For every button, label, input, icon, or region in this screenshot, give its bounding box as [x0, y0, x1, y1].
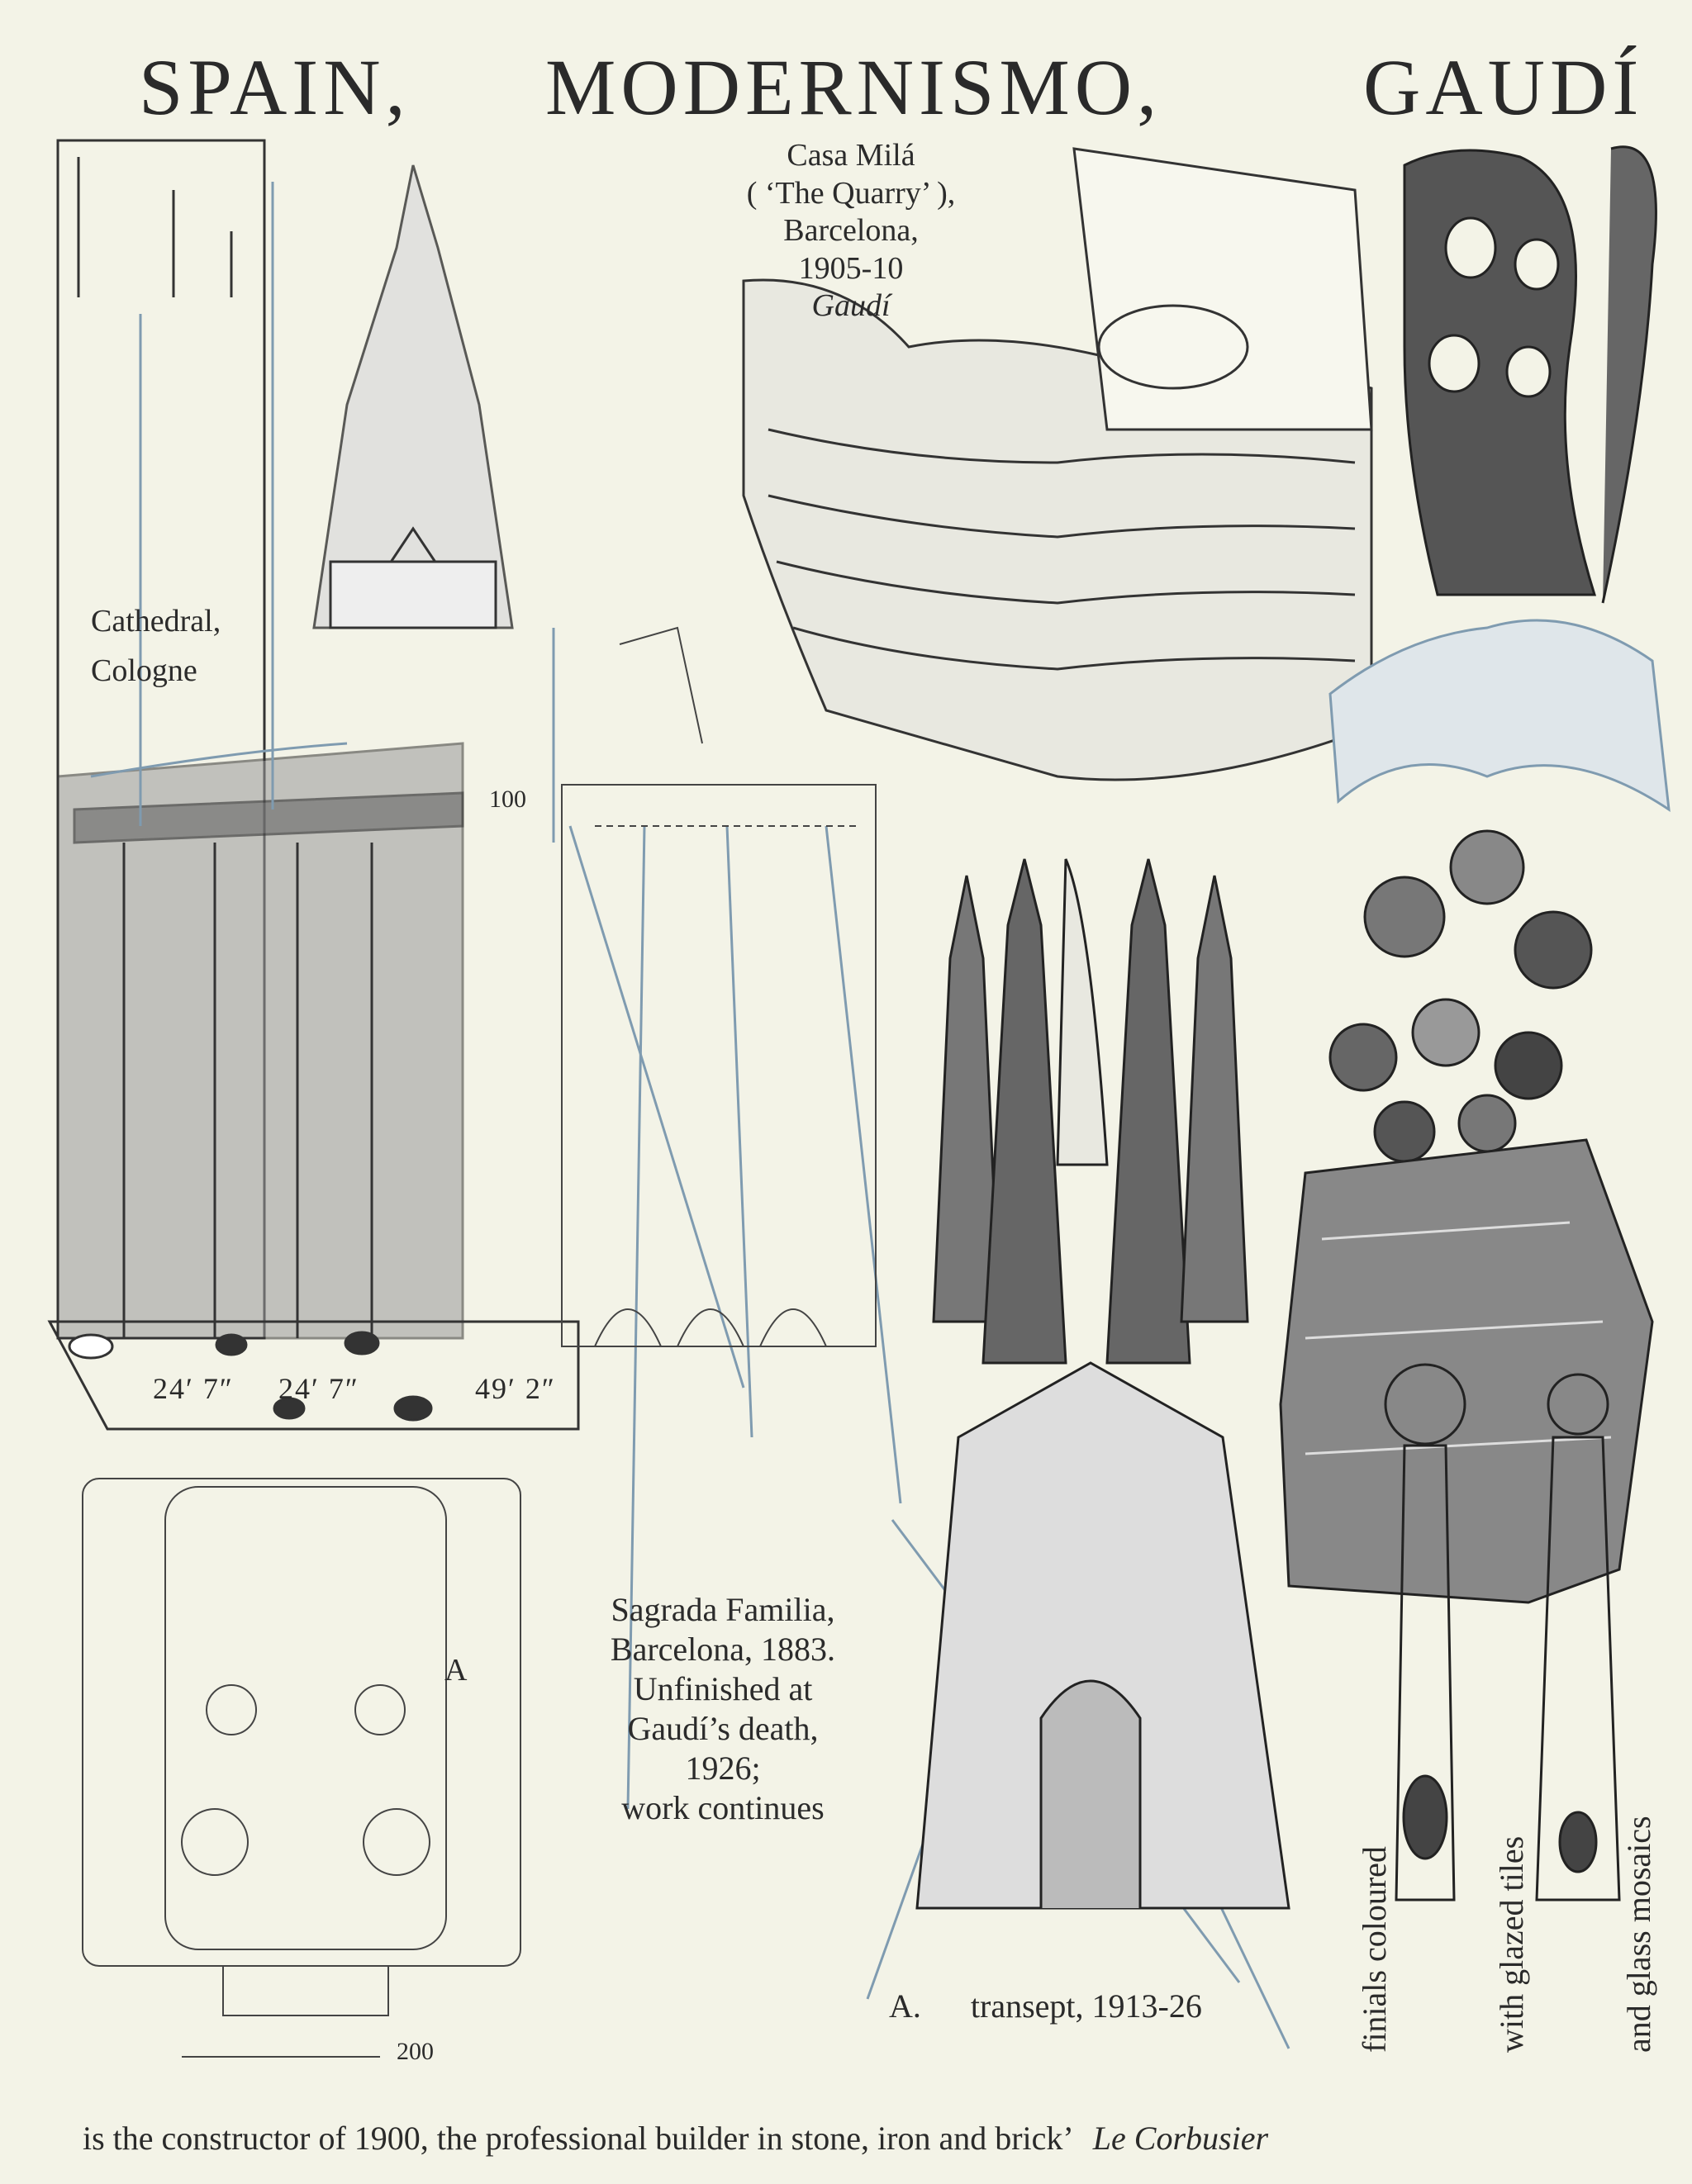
- scale-200-label: 200: [397, 2038, 434, 2065]
- dimension-2: 24′ 7″: [278, 1372, 359, 1405]
- rooftop-sketch: [1328, 619, 1671, 813]
- floor-plan-drawing: [82, 1478, 521, 2058]
- plan-marker-a: A: [444, 1653, 468, 1688]
- sagrada-line1: Sagrada Familia,: [611, 1591, 835, 1628]
- casa-mila-nickname: ( ‘The Quarry’ ),: [746, 175, 956, 211]
- casa-mila-caption: Casa Milá ( ‘The Quarry’ ), Barcelona, 1…: [744, 137, 958, 325]
- sagrada-line2: Barcelona, 1883.: [610, 1631, 836, 1668]
- finials-label-1: finials coloured: [1356, 1846, 1393, 2053]
- cologne-caption: Cathedral, Cologne: [91, 603, 221, 690]
- pinnacle-mosaic-drawing: [1279, 829, 1654, 1604]
- sagrada-line3: Unfinished at: [633, 1670, 813, 1707]
- chimney-sculpture-drawing: [1403, 145, 1657, 604]
- scale-100-label: 100: [489, 786, 526, 813]
- casa-mila-architect: Gaudí: [811, 288, 891, 324]
- title-part-gaudi: GAUDÍ: [1363, 43, 1644, 131]
- sagrada-line4: Gaudí’s death,: [627, 1710, 819, 1747]
- sagrada-line6: work continues: [621, 1789, 825, 1826]
- casa-mila-city: Barcelona,: [783, 213, 919, 249]
- transept-text: transept, 1913-26: [970, 1987, 1202, 2025]
- title-part-spain: SPAIN,: [139, 43, 411, 131]
- footer-quote: is the constructor of 1900, the professi…: [83, 2119, 1652, 2158]
- finials-label-2: with glazed tiles: [1493, 1835, 1530, 2053]
- cologne-line2: Cologne: [91, 653, 197, 688]
- dimension-3: 49′ 2″: [475, 1372, 556, 1405]
- finials-label-3: and glass mosaics: [1620, 1816, 1657, 2053]
- casa-mila-dates: 1905-10: [798, 250, 904, 286]
- cologne-cathedral-drawing: [47, 139, 580, 1431]
- finials-drawing: [1384, 1363, 1621, 1902]
- title-part-modernismo: MODERNISMO,: [545, 43, 1162, 131]
- sagrada-familia-drawing: [915, 858, 1290, 1910]
- transept-caption: A. transept, 1913-26: [889, 1987, 1202, 2025]
- casa-mila-drawing: [742, 147, 1373, 781]
- sagrada-caption: Sagrada Familia, Barcelona, 1883. Unfini…: [587, 1590, 859, 1828]
- cologne-line1: Cathedral,: [91, 604, 221, 639]
- nave-elevation-drawing: [561, 626, 877, 1347]
- transept-marker: A.: [889, 1987, 921, 2025]
- casa-mila-name: Casa Milá: [787, 138, 915, 173]
- dimension-1: 24′ 7″: [153, 1372, 234, 1405]
- quote-text: is the constructor of 1900, the professi…: [83, 2120, 1072, 2157]
- sagrada-line5: 1926;: [685, 1750, 761, 1787]
- page-title: SPAIN, MODERNISMO, GAUDÍ: [0, 41, 1692, 140]
- quote-author: Le Corbusier: [1092, 2120, 1269, 2157]
